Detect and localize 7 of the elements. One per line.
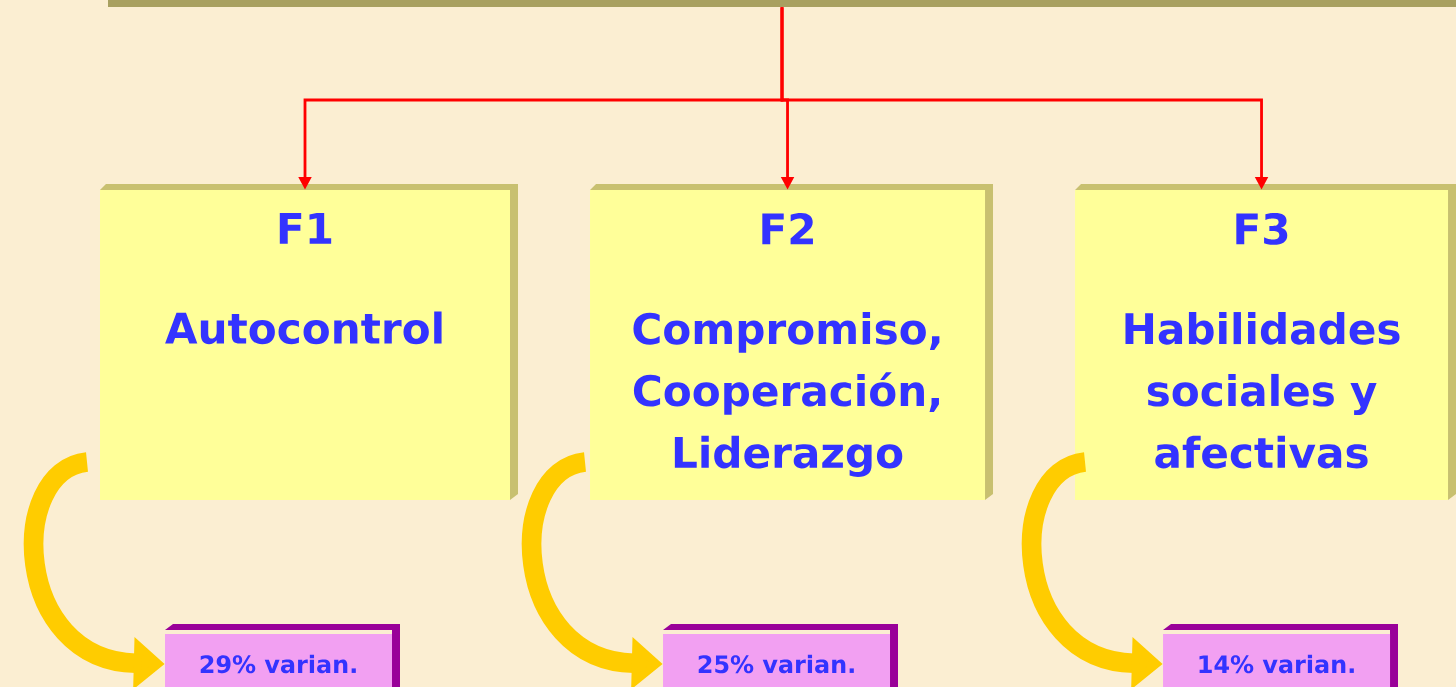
factor-box: F3 Habilidades sociales y afectivas — [1075, 184, 1456, 500]
variance-badge: 14% varian. — [1163, 624, 1398, 687]
variance-badge: 25% varian. — [663, 624, 898, 687]
variance-badge: 29% varian. — [165, 624, 400, 687]
factor-box: F1 Autocontrol — [100, 184, 518, 500]
top-bar — [108, 0, 1456, 7]
factor-box: F2 Compromiso, Cooperación, Liderazgo — [590, 184, 993, 500]
